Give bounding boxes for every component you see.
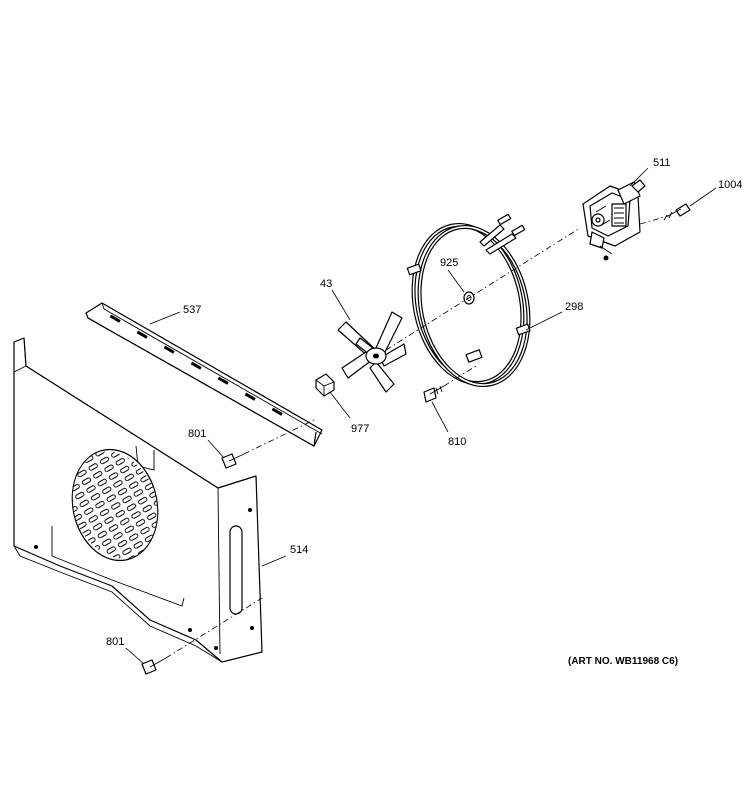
assembly-centerlines — [165, 215, 669, 659]
callout-537: 537 — [183, 304, 201, 316]
screw-801-top — [221, 453, 245, 469]
screw-1004 — [663, 203, 691, 221]
callout-801-top: 801 — [188, 428, 206, 440]
callout-801-bottom: 801 — [106, 636, 124, 648]
convection-fan-motor — [582, 179, 646, 261]
bracket-slots — [109, 314, 283, 416]
screw-801-bottom — [141, 657, 167, 675]
callout-298: 298 — [565, 301, 583, 313]
callout-925: 925 — [440, 257, 458, 269]
callout-511: 511 — [653, 157, 671, 169]
leader-lines — [125, 167, 717, 665]
screw-810 — [423, 385, 445, 403]
callout-labels: 511 1004 43 925 298 537 977 810 801 514 … — [106, 157, 742, 648]
art-number: (ART NO. WB11968 C6) — [568, 656, 678, 667]
convection-heating-element — [406, 213, 531, 388]
callout-1004: 1004 — [718, 179, 742, 191]
convection-fan-cover — [13, 337, 263, 663]
callout-977: 977 — [351, 423, 369, 435]
callout-514: 514 — [290, 544, 308, 556]
convection-fan-blade — [337, 311, 407, 393]
fan-cover-bracket — [85, 302, 323, 447]
callout-43: 43 — [320, 278, 332, 290]
callout-810: 810 — [448, 436, 466, 448]
fan-hub-nut-977 — [315, 373, 335, 397]
